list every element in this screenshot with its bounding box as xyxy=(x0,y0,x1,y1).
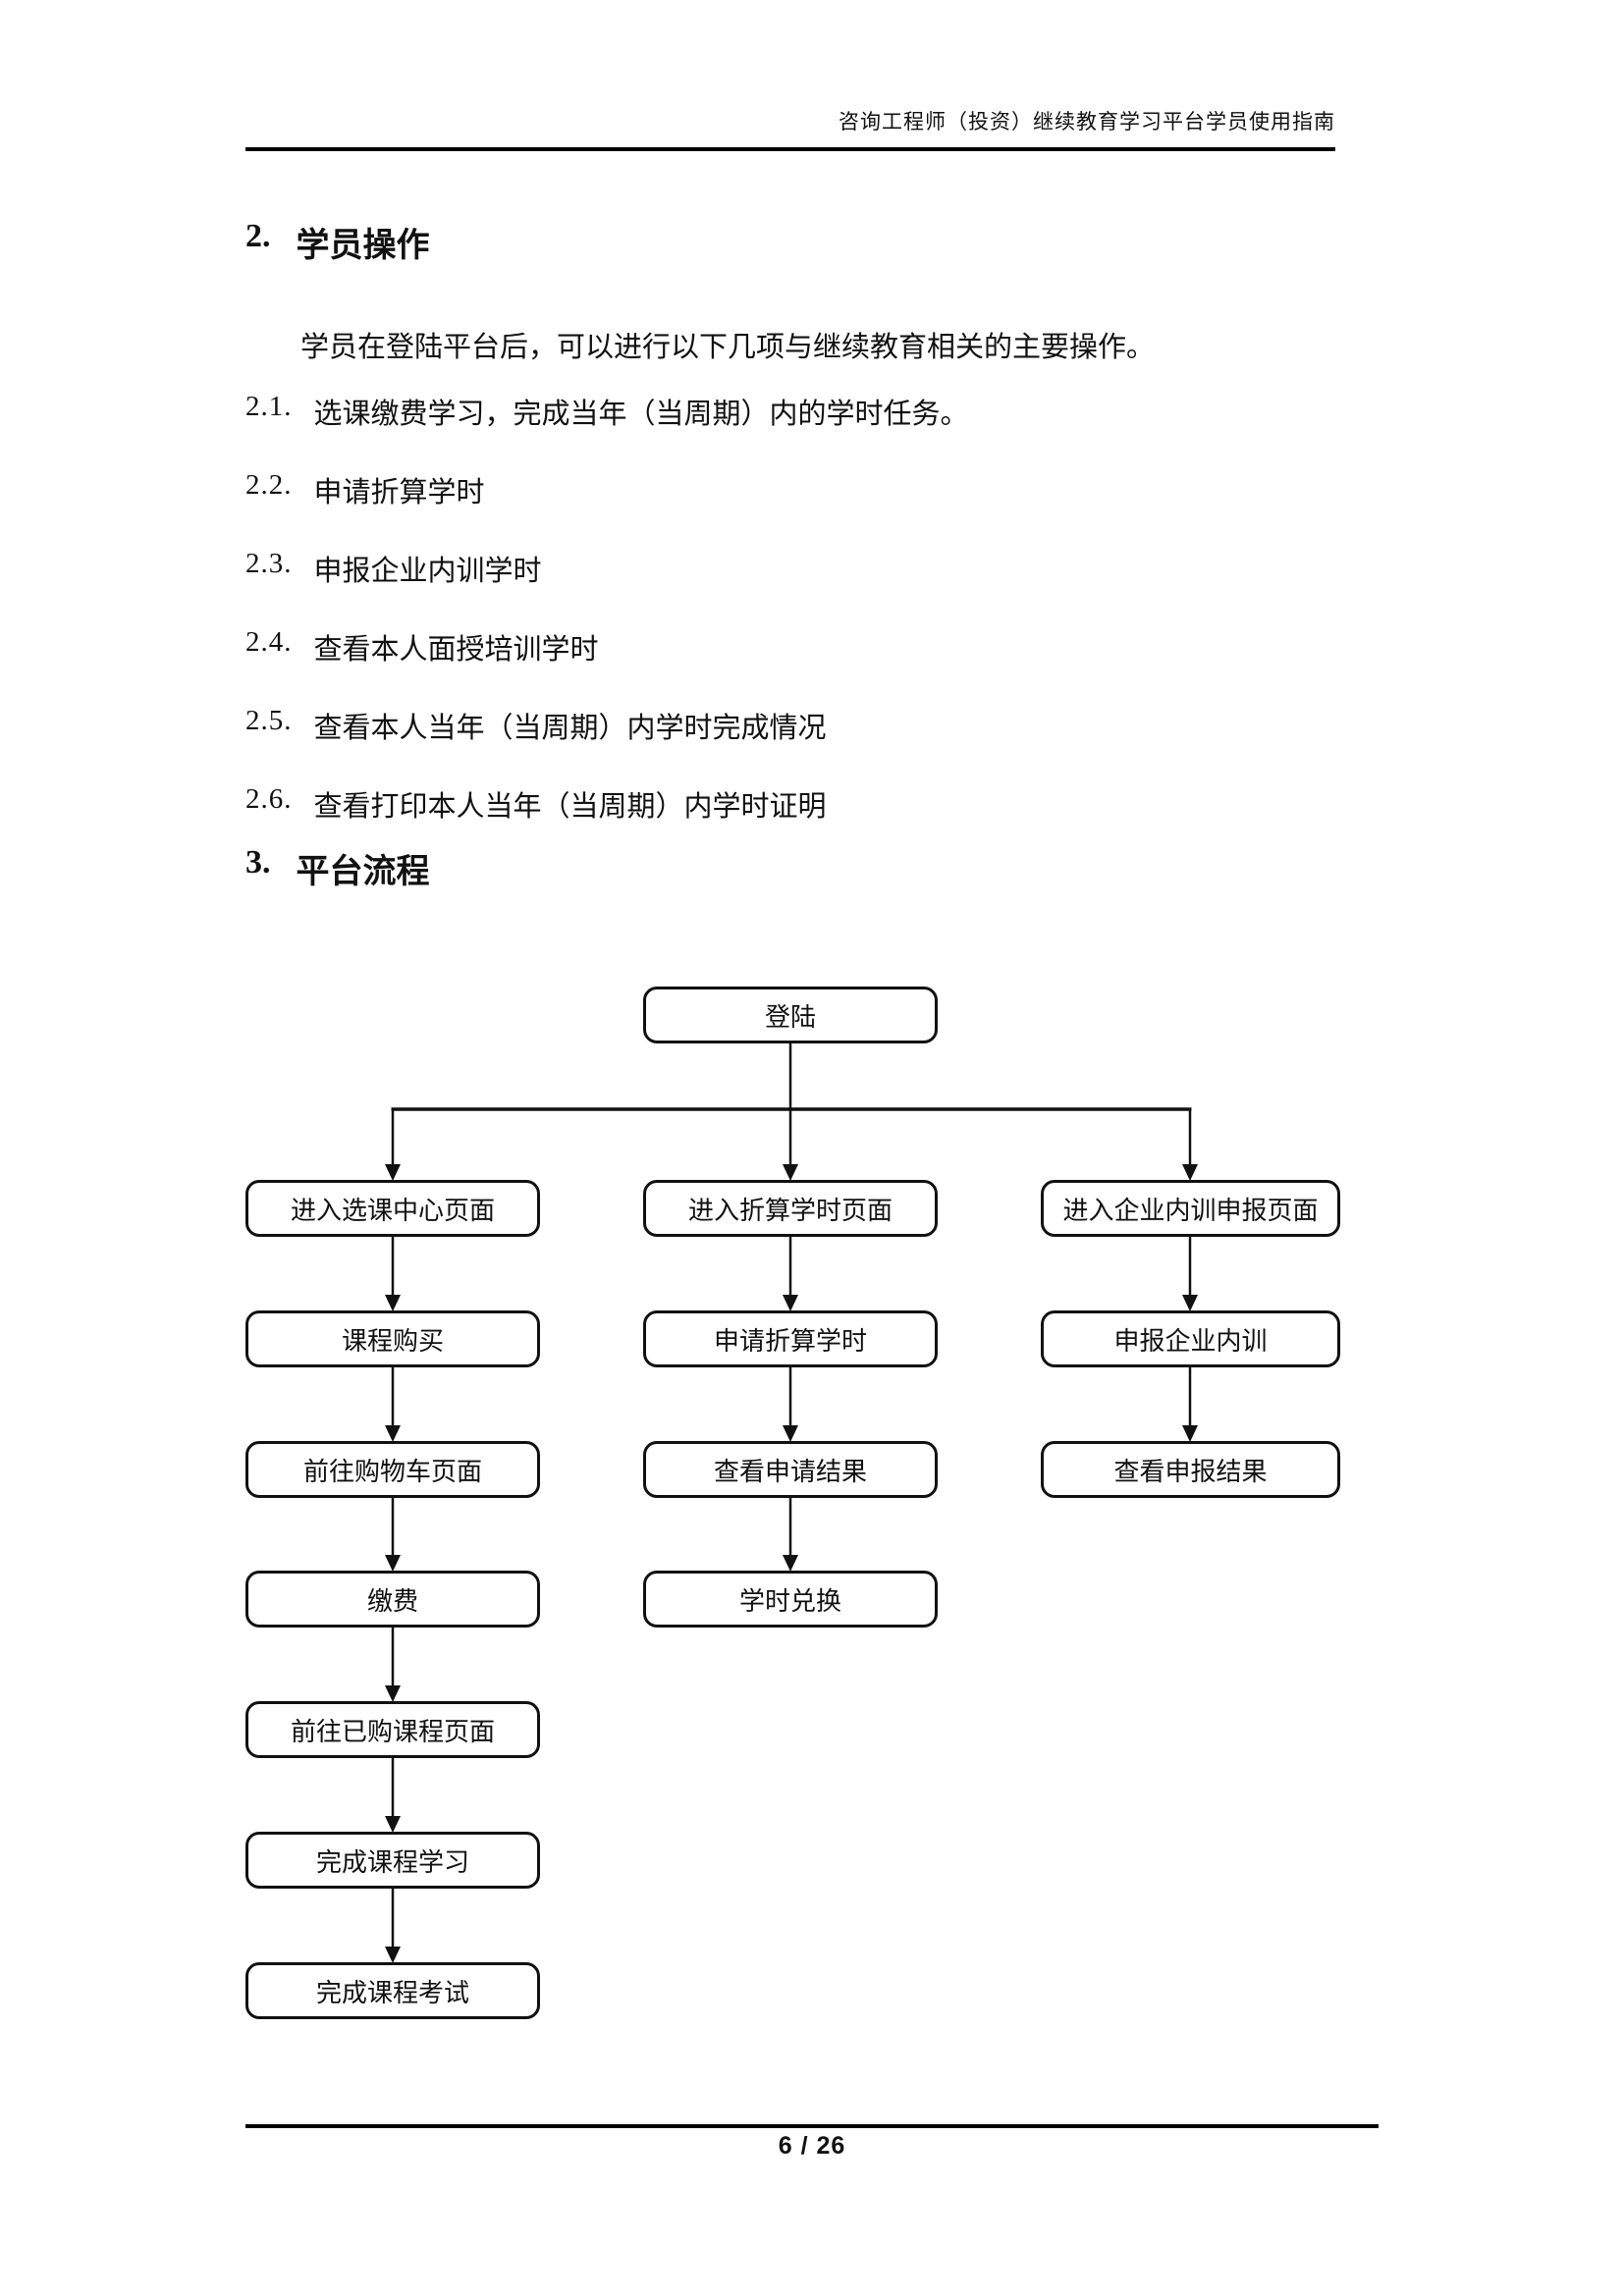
flow-node-hours-exchange: 学时兑换 xyxy=(643,1571,938,1628)
document-header-title: 咨询工程师（投资）继续教育学习平台学员使用指南 xyxy=(839,110,1335,133)
list-item-number: 2.1. xyxy=(245,391,293,422)
list-item-number: 2.2. xyxy=(245,469,293,501)
list-item: 2.1. 选课缴费学习，完成当年（当周期）内的学时任务。 xyxy=(245,391,969,432)
flow-node-enter-training-report-page: 进入企业内训申报页面 xyxy=(1041,1180,1340,1237)
flow-node-go-to-cart: 前往购物车页面 xyxy=(245,1441,540,1498)
flow-node-enter-course-center: 进入选课中心页面 xyxy=(245,1180,540,1237)
flow-node-report-training: 申报企业内训 xyxy=(1041,1310,1340,1367)
footer-rule xyxy=(245,2124,1379,2128)
flow-node-apply-conversion: 申请折算学时 xyxy=(643,1310,938,1367)
list-item-text: 查看打印本人当年（当周期）内学时证明 xyxy=(313,791,827,823)
header-rule xyxy=(245,147,1335,151)
list-item-text: 申报企业内训学时 xyxy=(313,556,542,587)
list-item: 2.6. 查看打印本人当年（当周期）内学时证明 xyxy=(245,783,827,825)
list-item-text: 申请折算学时 xyxy=(313,477,485,508)
section-2-number: 2. xyxy=(245,218,271,254)
flow-node-view-apply-result: 查看申请结果 xyxy=(643,1441,938,1498)
section-2-title: 2. 学员操作 xyxy=(245,218,430,266)
list-item: 2.4. 查看本人面授培训学时 xyxy=(245,626,599,667)
list-item-number: 2.4. xyxy=(245,626,293,658)
list-item-text: 查看本人面授培训学时 xyxy=(313,634,599,666)
list-item: 2.2. 申请折算学时 xyxy=(245,469,485,510)
section-2-intro: 学员在登陆平台后，可以进行以下几项与继续教育相关的主要操作。 xyxy=(300,332,1156,363)
flow-node-pay: 缴费 xyxy=(245,1571,540,1628)
flow-node-enter-conversion-page: 进入折算学时页面 xyxy=(643,1180,938,1237)
flow-node-course-purchase: 课程购买 xyxy=(245,1310,540,1367)
flow-node-finish-study: 完成课程学习 xyxy=(245,1832,540,1889)
flow-node-purchased-courses: 前往已购课程页面 xyxy=(245,1701,540,1758)
page-number: 6 / 26 xyxy=(778,2132,846,2160)
list-item: 2.5. 查看本人当年（当周期）内学时完成情况 xyxy=(245,705,827,746)
section-2-title-text: 学员操作 xyxy=(296,228,430,264)
flow-node-finish-exam: 完成课程考试 xyxy=(245,1962,540,2019)
list-item-number: 2.5. xyxy=(245,705,293,736)
list-item-number: 2.3. xyxy=(245,548,293,579)
list-item-text: 选课缴费学习，完成当年（当周期）内的学时任务。 xyxy=(313,399,969,430)
flow-node-login: 登陆 xyxy=(643,987,938,1043)
list-item-text: 查看本人当年（当周期）内学时完成情况 xyxy=(313,713,827,744)
list-item: 2.3. 申报企业内训学时 xyxy=(245,548,542,589)
section-3-title-text: 平台流程 xyxy=(296,854,430,890)
section-3-number: 3. xyxy=(245,844,271,881)
flow-node-view-report-result: 查看申报结果 xyxy=(1041,1441,1340,1498)
list-item-number: 2.6. xyxy=(245,783,293,815)
section-3-title: 3. 平台流程 xyxy=(245,844,430,892)
